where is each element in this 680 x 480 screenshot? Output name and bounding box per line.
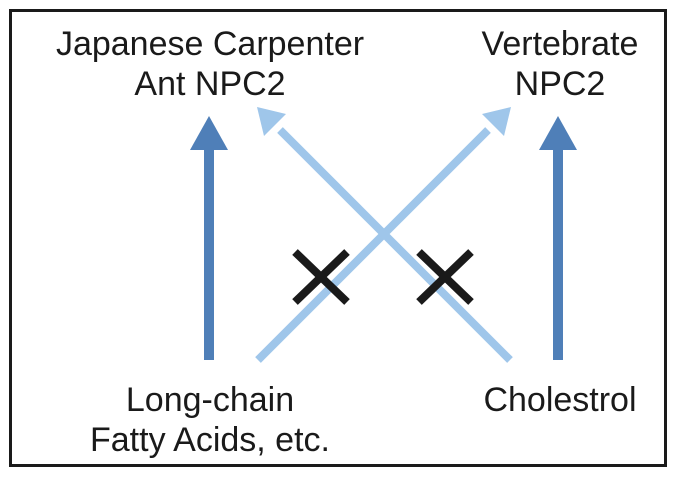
arrowhead-strong-vertebrate xyxy=(539,116,577,150)
node-label-line: Cholestrol xyxy=(483,381,637,419)
arrowhead-weak-vertebrate xyxy=(482,107,511,136)
node-long-chain-fatty-acids: Long-chain Fatty Acids, etc. xyxy=(50,380,370,460)
node-label-line: Japanese Carpenter xyxy=(55,25,365,63)
node-label-line: Fatty Acids, etc. xyxy=(90,421,330,459)
arrow-weak-cholestrol-to-ant xyxy=(277,127,513,363)
node-label-line: NPC2 xyxy=(514,65,606,103)
arrow-weak-fatty-acids-to-vertebrate xyxy=(255,127,491,363)
node-vertebrate-npc2: Vertebrate NPC2 xyxy=(450,24,670,104)
node-cholestrol: Cholestrol xyxy=(450,380,670,420)
arrowhead-strong-ant xyxy=(190,116,228,150)
cross-mark-icon xyxy=(292,249,350,305)
node-label-line: Long-chain xyxy=(125,381,295,419)
node-japanese-carpenter-ant-npc2: Japanese Carpenter Ant NPC2 xyxy=(10,24,410,104)
cross-mark-icon xyxy=(416,249,474,305)
arrowhead-weak-ant xyxy=(257,107,286,136)
node-label-line: Vertebrate xyxy=(481,25,639,63)
node-label-line: Ant NPC2 xyxy=(134,65,286,103)
diagram-frame xyxy=(9,9,667,467)
